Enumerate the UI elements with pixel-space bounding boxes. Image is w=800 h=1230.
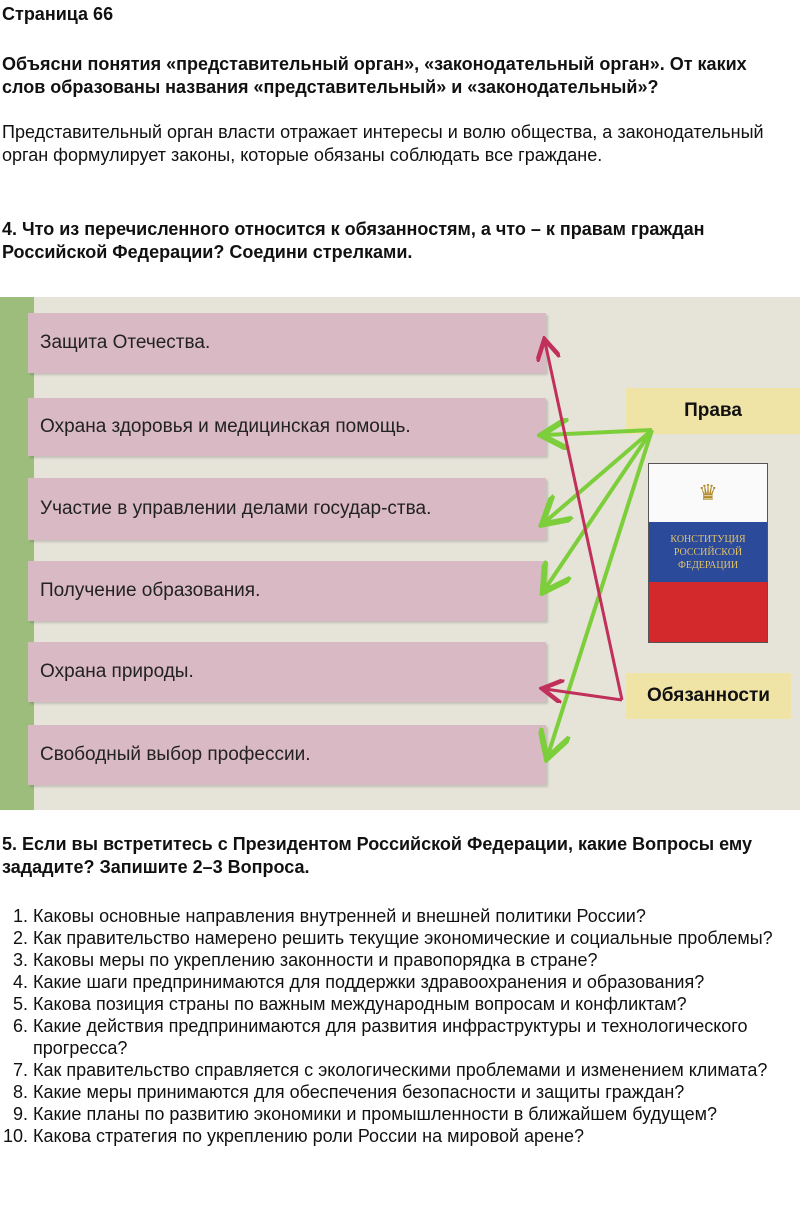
duties-arrow (545, 689, 623, 700)
item-box: Защита Отечества. (28, 313, 546, 373)
rights-arrow (545, 430, 653, 435)
list-item: Какова позиция страны по важным междунар… (33, 993, 793, 1015)
item-box: Охрана природы. (28, 642, 546, 702)
answer-3: Представительный орган власти отражает и… (2, 122, 764, 165)
rights-arrow (545, 428, 654, 589)
textbook-photo: Защита Отечества. Охрана здоровья и меди… (0, 297, 800, 810)
question-4: 4. Что из перечисленного относится к обя… (2, 219, 705, 262)
item-box: Свободный выбор профессии. (28, 725, 546, 785)
coat-of-arms-icon: ♛ (649, 464, 767, 522)
page-title: Страница 66 (2, 4, 114, 24)
list-item: Каковы меры по укреплению законности и п… (33, 949, 793, 971)
rights-arrow (545, 428, 654, 522)
list-item: Какие меры принимаются для обеспечения б… (33, 1081, 793, 1103)
duties-label: Обязанности (626, 673, 791, 719)
question-3: Объясни понятия «представительный орган»… (2, 54, 747, 97)
item-box: Получение образования. (28, 561, 546, 621)
list-item: Какие шаги предпринимаются для поддержки… (33, 971, 793, 993)
list-item: Каковы основные направления внутренней и… (33, 905, 793, 927)
question-5: 5. Если вы встретитесь с Президентом Рос… (2, 834, 752, 877)
list-item: Какова стратегия по укреплению роли Росс… (33, 1125, 793, 1147)
list-item: Как правительство намерено решить текущи… (33, 927, 793, 949)
item-box: Участие в управлении делами государ-ства… (28, 478, 546, 540)
constitution-book: ♛ КОНСТИТУЦИЯ РОССИЙСКОЙ ФЕДЕРАЦИИ (648, 463, 768, 643)
list-item: Какие планы по развитию экономики и пром… (33, 1103, 793, 1125)
duties-arrow (545, 342, 624, 701)
green-strip (0, 297, 34, 810)
book-title: КОНСТИТУЦИЯ РОССИЙСКОЙ ФЕДЕРАЦИИ (649, 522, 767, 582)
item-box: Охрана здоровья и медицинская помощь. (28, 398, 546, 456)
arrows (0, 297, 654, 810)
rights-label: Права (626, 388, 800, 434)
list-item: Как правительство справляется с экологич… (33, 1059, 793, 1081)
list-item: Какие действия предпринимаются для разви… (33, 1015, 793, 1059)
answers-list: Каковы основные направления внутренней и… (0, 905, 793, 1147)
